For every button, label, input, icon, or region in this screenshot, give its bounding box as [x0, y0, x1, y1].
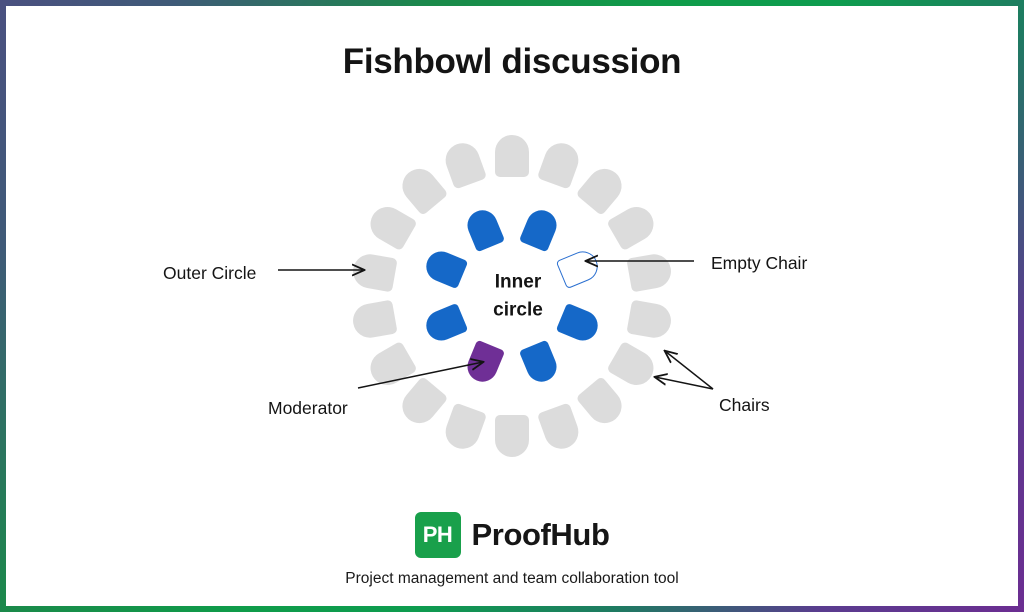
inner-circle-participant-chair	[463, 206, 506, 253]
outer-circle-chair	[606, 340, 660, 392]
outer-circle-chair	[536, 401, 584, 454]
outer-circle-chair	[440, 138, 488, 190]
infographic-canvas: Fishbowl discussion Inner circle	[6, 6, 1018, 606]
outer-circle-chair	[395, 161, 449, 216]
footer-tagline: Project management and team collaboratio…	[345, 570, 679, 587]
outer-circle-chair	[350, 251, 398, 293]
arrow-chairs-upper	[665, 351, 714, 390]
outer-circle-chair	[626, 251, 674, 293]
inner-circle-participant-chair	[422, 247, 469, 290]
inner-circle-label-line2: circle	[493, 299, 543, 320]
inner-circle-participant-chair	[518, 206, 561, 253]
proofhub-brand-name: ProofHub	[471, 517, 610, 552]
footer: PH ProofHub Project management and team …	[6, 512, 1018, 588]
page-title: Fishbowl discussion	[342, 42, 682, 81]
annotation-chairs: Chairs	[719, 395, 770, 415]
inner-circle-participant-chair	[422, 302, 469, 345]
arrow-chairs-lower	[655, 377, 714, 390]
annotation-moderator: Moderator	[268, 398, 348, 418]
outer-circle-chair	[364, 200, 418, 252]
proofhub-logo: PH ProofHub	[6, 512, 1018, 558]
outer-circle-chair	[440, 401, 488, 454]
annotation-outer-circle: Outer Circle	[163, 263, 257, 283]
outer-circle-chair	[536, 138, 584, 190]
outer-circle-chair	[495, 415, 529, 457]
inner-circle-participant-chair	[518, 339, 561, 386]
proofhub-logo-mark: PH	[414, 512, 461, 558]
outer-circle-chair	[606, 200, 660, 252]
annotation-empty-chair: Empty Chair	[711, 253, 808, 273]
inner-circle-label-line1: Inner	[494, 271, 542, 293]
inner-circle-label: Inner circle	[463, 268, 573, 323]
outer-circle-chair	[575, 376, 629, 431]
outer-circle-chair	[575, 161, 629, 216]
outer-circle-chair	[495, 135, 529, 177]
outer-circle-chair	[395, 376, 449, 431]
outer-circle-chair	[626, 299, 674, 341]
moderator-chair	[463, 339, 506, 386]
outer-circle-chair	[364, 340, 418, 392]
outer-circle-chair	[350, 299, 398, 341]
